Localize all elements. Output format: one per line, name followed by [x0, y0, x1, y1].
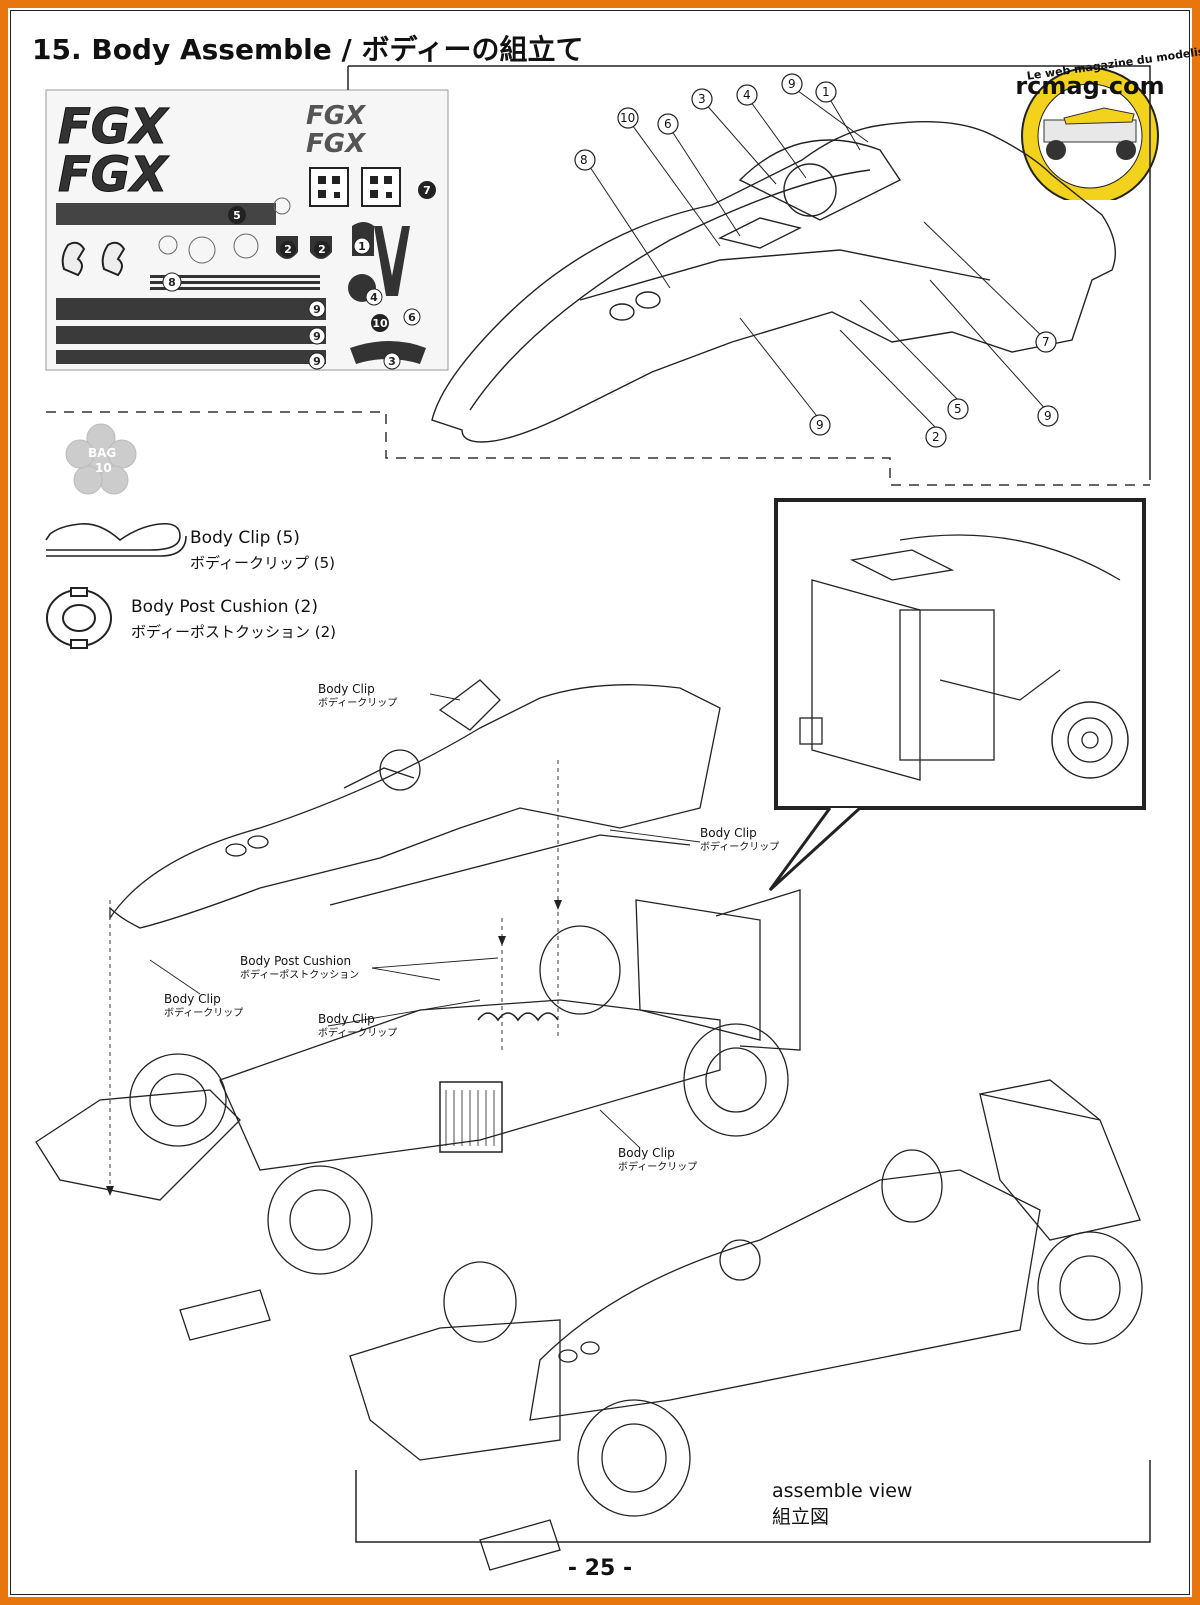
assemble-view-en: assemble view: [772, 1480, 913, 1502]
part-body-clip-jp: ボディークリップ (5): [190, 554, 335, 572]
exploded-body: [109, 679, 721, 929]
diagram-label-body-post-cushion-en: Body Post Cushion: [240, 954, 352, 968]
rcmag-logo-graphic: [1021, 67, 1159, 200]
svg-text:9: 9: [313, 330, 321, 343]
svg-text:6: 6: [408, 311, 416, 324]
decal-badge: 2: [314, 241, 330, 257]
top-body-callouts: [587, 87, 1049, 431]
part-body-post-cushion-en: Body Post Cushion (2): [131, 597, 318, 617]
svg-text:10: 10: [372, 317, 388, 330]
page-title: 15. Body Assemble / ボディーの組立て: [32, 33, 584, 66]
decal-sakura-flowers: [158, 197, 291, 264]
diagram-label-body-clip-jp: ボディークリップ: [618, 1162, 698, 1173]
diagram-label-body-clip-jp: ボディークリップ: [700, 842, 780, 853]
decal-badge: 7: [418, 181, 436, 199]
guide-arrowheads: [106, 900, 562, 1196]
decal-badge: 9: [308, 327, 326, 345]
svg-text:2: 2: [284, 243, 292, 256]
decal-number-badges: 5 2 2 1 7 8 4 6 9 9 9 10 3: [162, 181, 436, 370]
assemble-view-jp: 組立図: [772, 1506, 830, 1528]
inset-detail: [768, 498, 1146, 892]
diagram-label-body-clip-jp: ボディークリップ: [318, 698, 398, 709]
svg-text:FGX: FGX: [58, 147, 169, 203]
diagram-label-body-clip-en: Body Clip: [618, 1146, 675, 1160]
decal-numbers-85: [61, 241, 126, 277]
svg-text:9: 9: [313, 303, 321, 316]
svg-text:3: 3: [388, 355, 396, 368]
svg-text:2: 2: [318, 243, 326, 256]
diagram-label-body-clip-en: Body Clip: [700, 826, 757, 840]
svg-text:8: 8: [168, 276, 176, 289]
decal-badge: 4: [365, 288, 383, 306]
chassis: [35, 889, 801, 1341]
body-post-cushion-icon: [46, 587, 112, 649]
diagram-label-body-clip-jp: ボディークリップ: [318, 1028, 398, 1039]
svg-text:1: 1: [358, 240, 366, 253]
decal-badge: 1: [353, 237, 371, 255]
part-body-clip-en: Body Clip (5): [190, 528, 300, 548]
page-inner-border: [10, 10, 1190, 1595]
callout-circles: [574, 73, 1059, 448]
svg-text:9: 9: [313, 355, 321, 368]
decal-badge: 3: [383, 352, 401, 370]
svg-text:FGX: FGX: [306, 129, 367, 159]
svg-text:FGX: FGX: [58, 99, 169, 155]
svg-text:4: 4: [370, 291, 378, 304]
decal-fgx-logos: FGX FGX FGX FGX: [58, 99, 368, 204]
bag-label-line2: 10: [95, 461, 112, 475]
logo-name: rcmag.com: [1015, 72, 1165, 100]
diagram-label-body-clip-en: Body Clip: [164, 992, 221, 1006]
decal-badge: 10: [371, 314, 389, 332]
decal-stripes: [56, 203, 326, 364]
diagram-label-body-clip-en: Body Clip: [318, 682, 375, 696]
decal-badge: 9: [308, 352, 326, 370]
bag-sakura-icon: [65, 423, 137, 495]
diagram-label-body-post-cushion-jp: ボディーポストクッション: [240, 970, 360, 981]
leader-lines: [149, 693, 701, 1149]
bag-label-line1: BAG: [88, 446, 117, 460]
diagram-label-body-clip-en: Body Clip: [318, 1012, 375, 1026]
svg-text:5: 5: [233, 209, 241, 222]
decal-badge: 2: [280, 241, 296, 257]
body-clip-icon: [45, 522, 187, 557]
assembled-car: [349, 1079, 1143, 1571]
svg-text:FGX: FGX: [306, 101, 367, 131]
decal-badge: 8: [162, 272, 182, 292]
decal-sheet: FGX FGX FGX FGX: [45, 89, 449, 371]
bottom-frame: [355, 1460, 1151, 1543]
body-shell-top: [431, 120, 1116, 443]
decal-badge: 9: [308, 300, 326, 318]
rcmag-logo: Le web magazine du modelisme rcmag.com: [1004, 42, 1200, 200]
part-body-post-cushion-jp: ボディーポストクッション (2): [131, 623, 336, 641]
page-number: - 25 -: [567, 1556, 633, 1581]
top-panel-border: [347, 65, 1151, 480]
decal-qr-codes: [309, 167, 401, 207]
diagram-label-body-clip-jp: ボディークリップ: [164, 1008, 244, 1019]
decal-badge: 5: [228, 206, 246, 224]
dashed-divider: [46, 411, 1150, 486]
decal-badge: 6: [403, 308, 421, 326]
svg-text:7: 7: [423, 184, 431, 197]
